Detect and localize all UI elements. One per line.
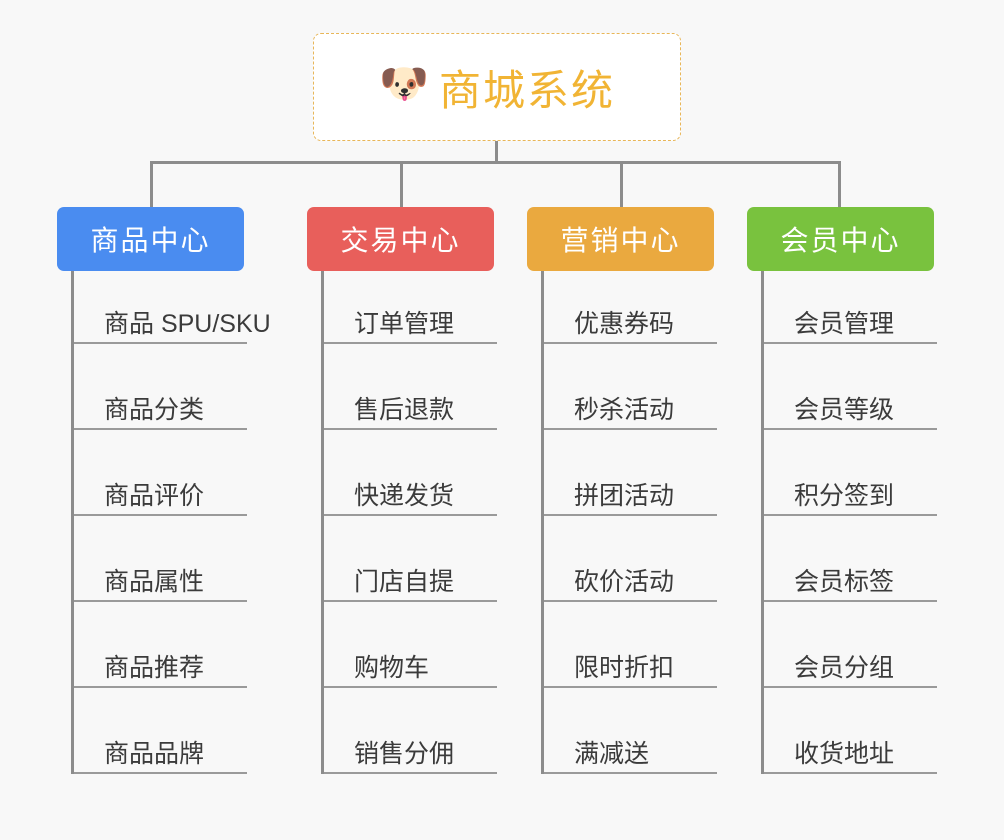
- leaf-item[interactable]: 积分签到: [764, 430, 937, 516]
- leaf-item[interactable]: 快递发货: [324, 430, 497, 516]
- leaf-list-trade-center: 订单管理 售后退款 快递发货 门店自提 购物车 销售分佣: [321, 271, 497, 774]
- leaf-item[interactable]: 商品 SPU/SKU: [74, 272, 271, 344]
- leaf-label: 商品品牌: [104, 739, 205, 768]
- branch-column-trade-center: 交易中心 订单管理 售后退款 快递发货 门店自提 购物车 销售分佣: [307, 207, 497, 774]
- leaf-item[interactable]: 商品属性: [74, 516, 247, 602]
- leaf-label: 商品评价: [104, 481, 205, 510]
- leaf-label: 购物车: [354, 653, 430, 682]
- leaf-label: 优惠券码: [574, 309, 675, 338]
- leaf-label: 快递发货: [354, 481, 455, 510]
- leaf-item[interactable]: 售后退款: [324, 344, 497, 430]
- leaf-item[interactable]: 拼团活动: [544, 430, 717, 516]
- branch-column-member-center: 会员中心 会员管理 会员等级 积分签到 会员标签 会员分组 收货地址: [747, 207, 937, 774]
- leaf-item[interactable]: 商品推荐: [74, 602, 247, 688]
- leaf-item[interactable]: 收货地址: [764, 688, 937, 774]
- branch-header-trade-center[interactable]: 交易中心: [307, 207, 494, 271]
- shiba-dog-face-icon: 🐶: [378, 62, 429, 106]
- leaf-item[interactable]: 限时折扣: [544, 602, 717, 688]
- leaf-item[interactable]: 会员等级: [764, 344, 937, 430]
- leaf-list-product-center: 商品 SPU/SKU 商品分类 商品评价 商品属性 商品推荐 商品品牌: [71, 271, 271, 774]
- leaf-label: 会员标签: [794, 567, 895, 596]
- leaf-item[interactable]: 会员分组: [764, 602, 937, 688]
- leaf-item[interactable]: 订单管理: [324, 272, 497, 344]
- root-node-title: 商城系统: [438, 66, 615, 114]
- leaf-label: 销售分佣: [354, 739, 455, 768]
- leaf-label: 商品属性: [104, 567, 205, 596]
- leaf-label: 限时折扣: [574, 653, 675, 682]
- connector-drop-column-0: [150, 161, 153, 207]
- leaf-item[interactable]: 优惠券码: [544, 272, 717, 344]
- leaf-item[interactable]: 秒杀活动: [544, 344, 717, 430]
- leaf-label: 商品分类: [104, 395, 205, 424]
- root-node-shop-system[interactable]: 🐶 商城系统: [313, 33, 681, 141]
- branch-column-product-center: 商品中心 商品 SPU/SKU 商品分类 商品评价 商品属性 商品推荐 商品品牌: [57, 207, 271, 774]
- branch-column-marketing-center: 营销中心 优惠券码 秒杀活动 拼团活动 砍价活动 限时折扣 满减送: [527, 207, 717, 774]
- leaf-label: 砍价活动: [574, 567, 675, 596]
- leaf-label: 订单管理: [354, 309, 455, 338]
- leaf-label: 商品 SPU/SKU: [104, 309, 271, 338]
- connector-drop-column-1: [400, 161, 403, 207]
- leaf-item[interactable]: 销售分佣: [324, 688, 497, 774]
- branch-header-product-center[interactable]: 商品中心: [57, 207, 244, 271]
- leaf-label: 积分签到: [794, 481, 895, 510]
- leaf-item[interactable]: 商品评价: [74, 430, 247, 516]
- leaf-item[interactable]: 门店自提: [324, 516, 497, 602]
- branch-header-marketing-center[interactable]: 营销中心: [527, 207, 714, 271]
- leaf-item[interactable]: 商品品牌: [74, 688, 247, 774]
- leaf-item[interactable]: 购物车: [324, 602, 497, 688]
- leaf-item[interactable]: 满减送: [544, 688, 717, 774]
- leaf-label: 售后退款: [354, 395, 455, 424]
- leaf-label: 秒杀活动: [574, 395, 675, 424]
- leaf-label: 会员分组: [794, 653, 895, 682]
- leaf-item[interactable]: 会员标签: [764, 516, 937, 602]
- connector-horizontal-bus: [150, 161, 840, 164]
- branch-header-member-center[interactable]: 会员中心: [747, 207, 934, 271]
- leaf-item[interactable]: 砍价活动: [544, 516, 717, 602]
- leaf-list-member-center: 会员管理 会员等级 积分签到 会员标签 会员分组 收货地址: [761, 271, 937, 774]
- leaf-label: 会员管理: [794, 309, 895, 338]
- leaf-label: 商品推荐: [104, 653, 205, 682]
- leaf-label: 满减送: [574, 739, 650, 768]
- leaf-label: 收货地址: [794, 739, 895, 768]
- leaf-item[interactable]: 商品分类: [74, 344, 247, 430]
- connector-drop-column-2: [620, 161, 623, 207]
- leaf-label: 门店自提: [354, 567, 455, 596]
- leaf-list-marketing-center: 优惠券码 秒杀活动 拼团活动 砍价活动 限时折扣 满减送: [541, 271, 717, 774]
- leaf-item[interactable]: 会员管理: [764, 272, 937, 344]
- connector-drop-column-3: [838, 161, 841, 207]
- leaf-label: 拼团活动: [574, 481, 675, 510]
- leaf-label: 会员等级: [794, 395, 895, 424]
- connector-root-stem: [495, 141, 498, 163]
